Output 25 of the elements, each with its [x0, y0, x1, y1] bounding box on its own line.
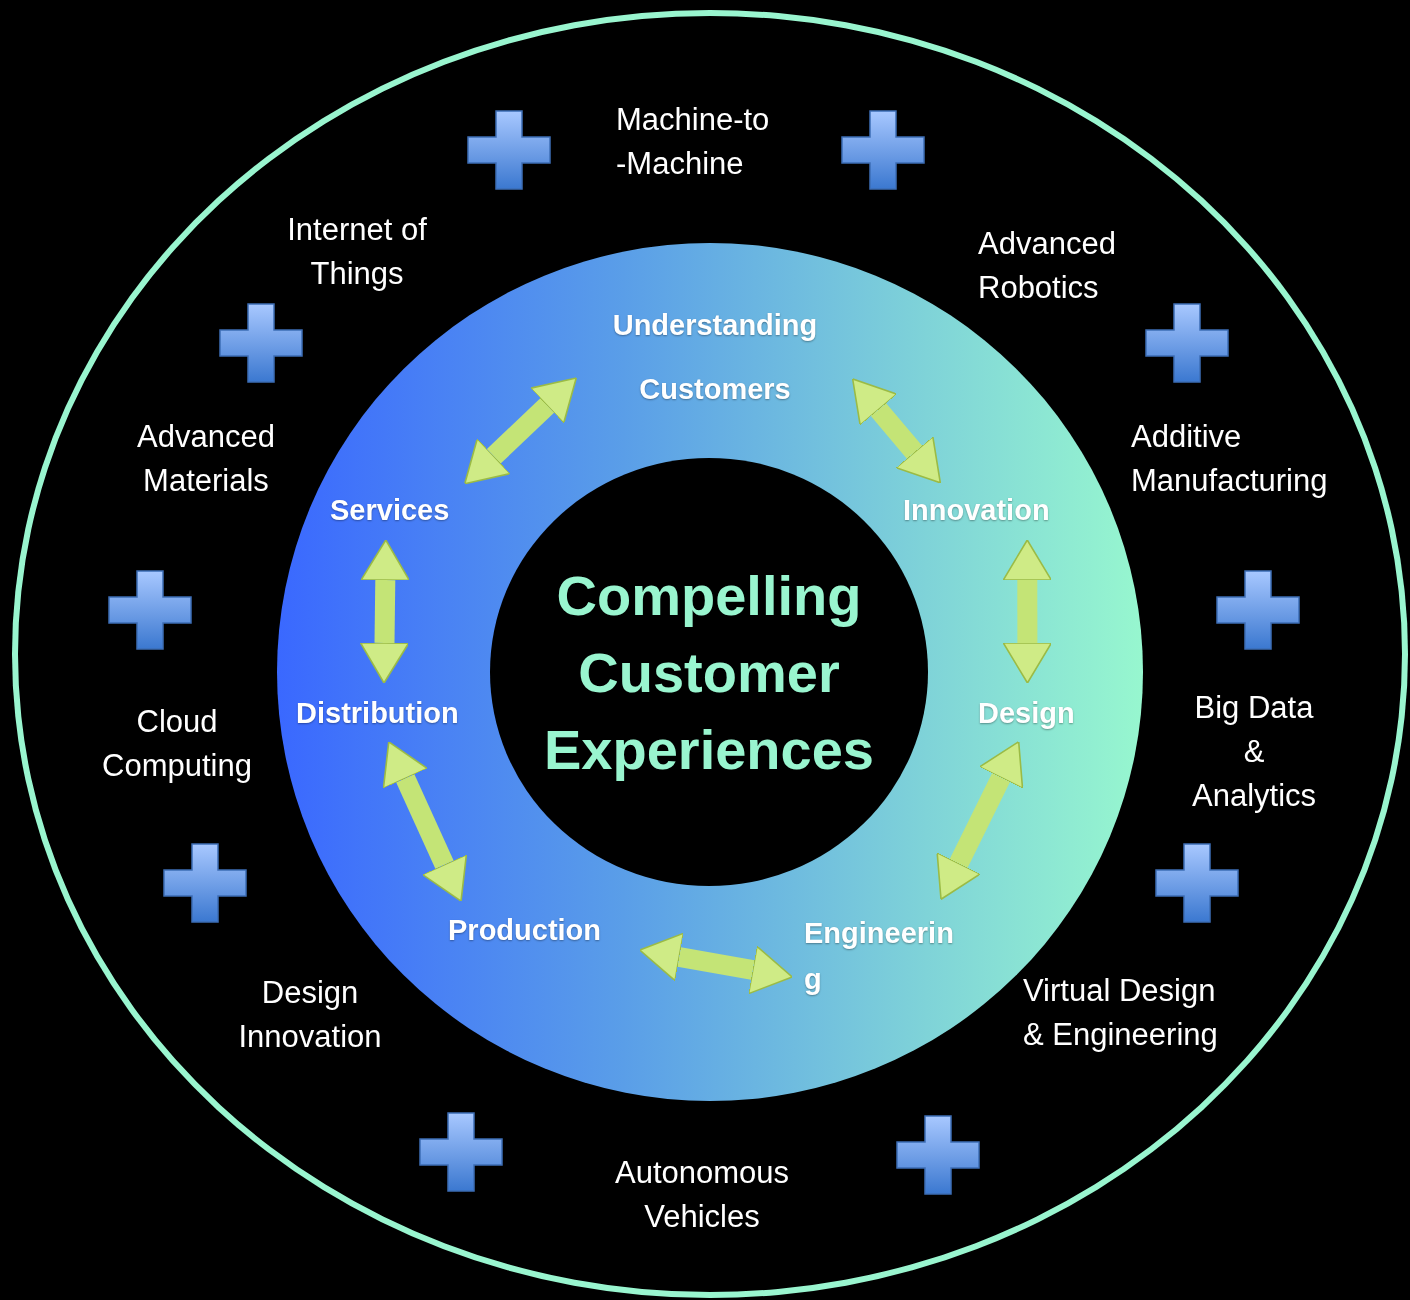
center-title: Compelling Customer Experiences [543, 562, 875, 783]
stage-label: Engineering [804, 910, 959, 1002]
double-arrow [359, 539, 411, 684]
technology-label: Machine-to -Machine [616, 101, 771, 183]
double-arrow [936, 740, 1024, 901]
technology-label: Cloud Computing [101, 703, 253, 785]
stage-label: Innovation [903, 492, 1083, 528]
double-arrow [639, 932, 793, 995]
stage-label: Distribution [296, 695, 491, 731]
stage-label: Services [330, 492, 470, 528]
double-arrow [382, 741, 468, 902]
technology-label: Autonomous Vehicles [613, 1154, 791, 1236]
technology-label: Big Data & Analytics [1190, 689, 1317, 815]
double-arrow [1002, 539, 1053, 684]
stage-label: Production [448, 912, 628, 948]
stage-label: Design [978, 695, 1093, 731]
technology-label: Design Innovation [237, 974, 383, 1056]
double-arrow [463, 377, 578, 485]
technology-label: Additive Manufacturing [1131, 418, 1329, 500]
technology-label: Virtual Design & Engineering [1023, 972, 1219, 1054]
technology-label: Advanced Robotics [978, 225, 1117, 307]
stage-label: Understanding Customers [585, 293, 845, 421]
technology-label: Advanced Materials [136, 418, 276, 500]
double-arrow [851, 378, 942, 484]
technology-label: Internet of Things [286, 211, 428, 293]
